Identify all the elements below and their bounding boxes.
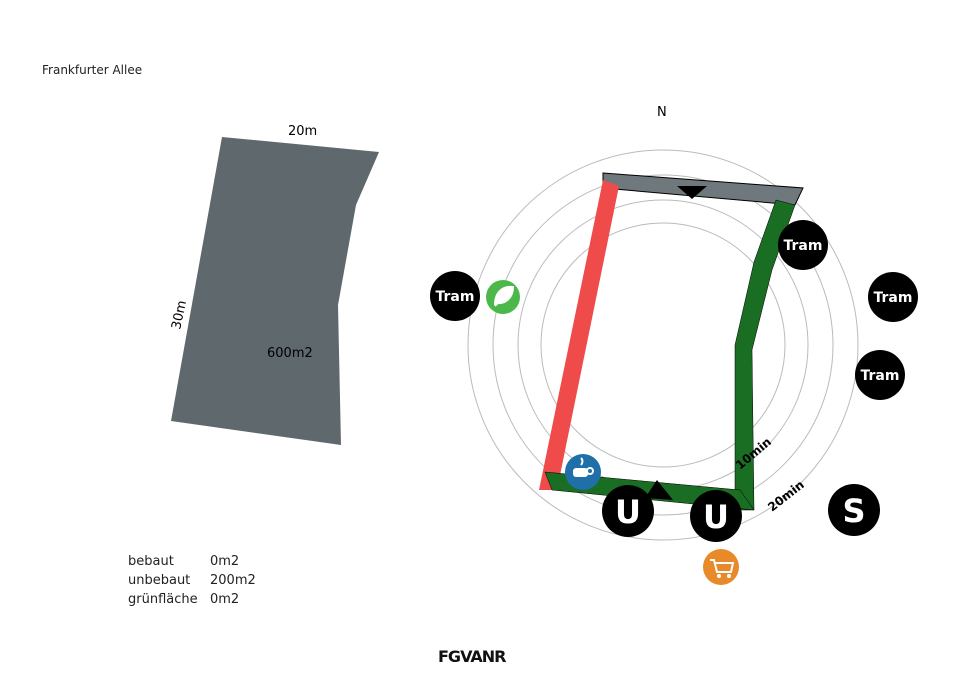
cafe-cup-icon xyxy=(565,454,601,490)
tram-stop[interactable]: Tram xyxy=(868,272,918,322)
stat-label: unbebaut xyxy=(128,573,191,588)
svg-text:Tram: Tram xyxy=(874,290,913,306)
stat-row: bebaut 0m2 xyxy=(128,552,256,571)
svg-text:Tram: Tram xyxy=(784,238,823,254)
stat-value: 200m2 xyxy=(210,573,256,588)
sbahn-stop[interactable]: S xyxy=(828,484,880,536)
title: Frankfurter Allee xyxy=(42,63,143,77)
svg-text:Tram: Tram xyxy=(861,368,900,384)
ubahn-stop[interactable]: U xyxy=(690,490,742,542)
stat-label: grünfläche xyxy=(128,592,198,607)
stat-row: unbebaut 200m2 xyxy=(128,571,256,590)
plot-area-label: 600m2 xyxy=(267,346,313,361)
stat-value: 0m2 xyxy=(210,592,240,607)
ubahn-stop[interactable]: U xyxy=(602,485,654,537)
stat-label: bebaut xyxy=(128,554,174,569)
stat-value: 0m2 xyxy=(210,554,240,569)
north-label: N xyxy=(657,105,667,120)
ring-20min-label: 20min xyxy=(765,478,807,515)
arrow-north xyxy=(645,480,673,500)
plot-shape xyxy=(171,137,379,445)
svg-text:U: U xyxy=(615,493,641,531)
plot-depth-label: 30m xyxy=(169,299,190,331)
tram-stop[interactable]: Tram xyxy=(430,271,480,321)
svg-text:U: U xyxy=(703,498,729,536)
arrow-south xyxy=(677,186,707,199)
route-red xyxy=(539,180,619,490)
tram-stop[interactable]: Tram xyxy=(855,350,905,400)
tram-stop[interactable]: Tram xyxy=(778,220,828,270)
plot-width-label: 20m xyxy=(288,124,317,139)
svg-text:Tram: Tram xyxy=(436,289,475,305)
stat-row: grünfläche 0m2 xyxy=(128,590,256,609)
logo: FGVANR xyxy=(438,647,506,666)
svg-text:S: S xyxy=(842,492,865,530)
stats-table: bebaut 0m2 unbebaut 200m2 grünfläche 0m2 xyxy=(128,552,256,609)
park-leaf-icon xyxy=(486,280,520,314)
shopping-cart-icon xyxy=(703,549,739,585)
